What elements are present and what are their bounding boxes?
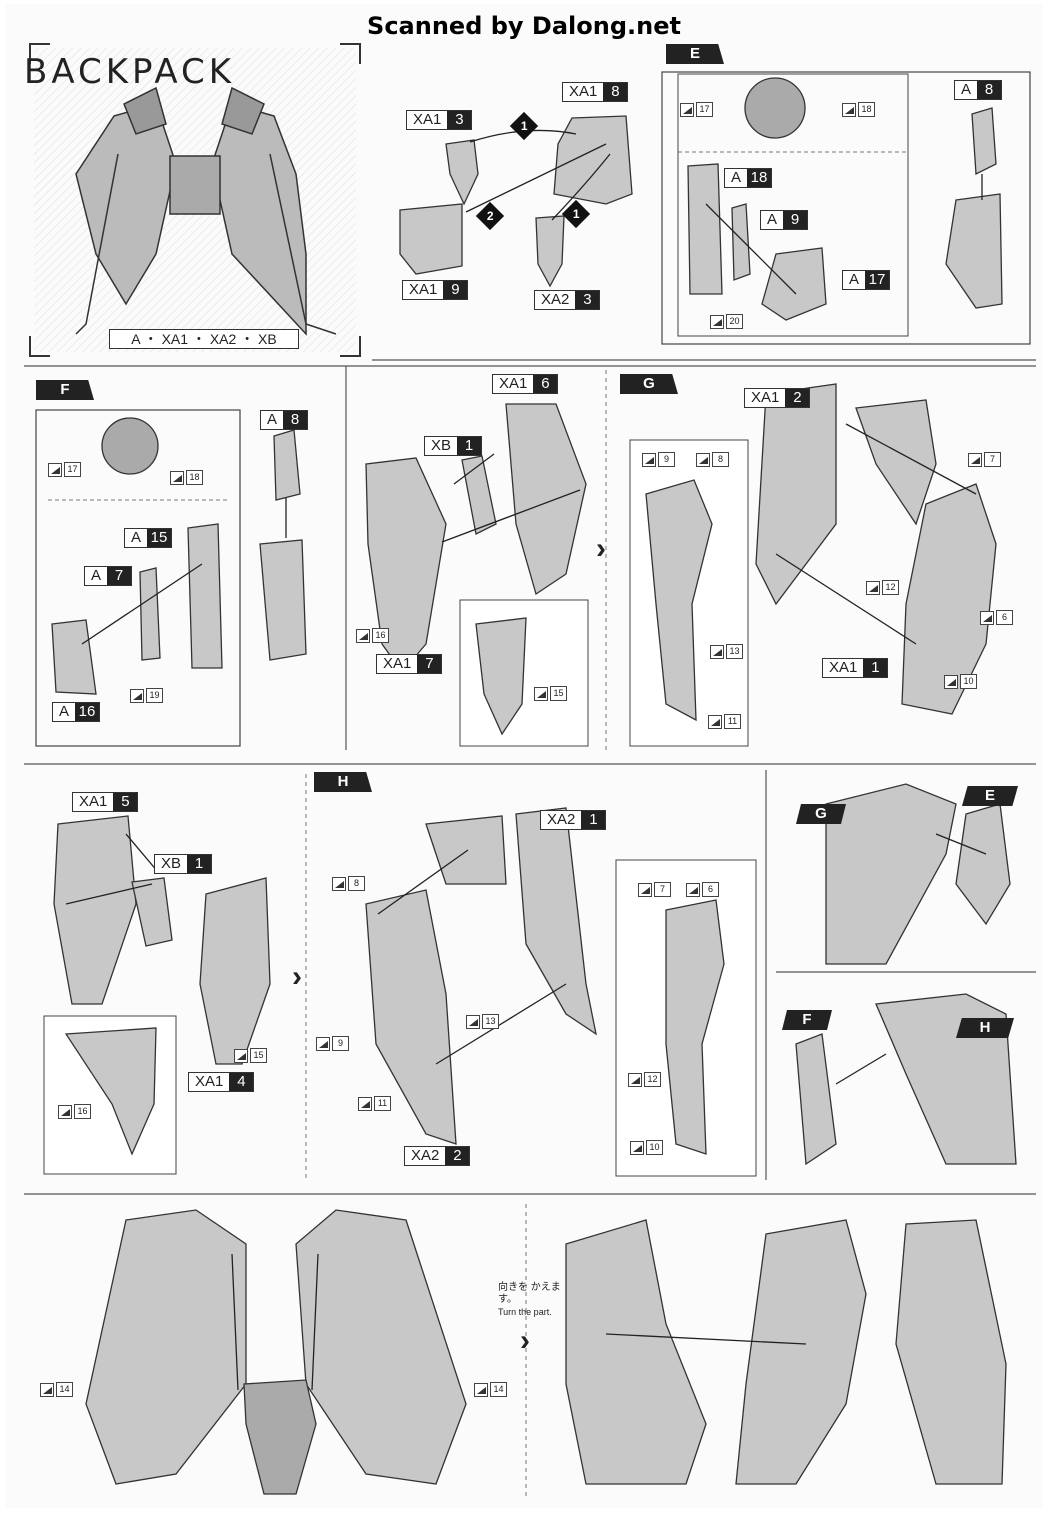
turn-part-note-jp: 向きを かえます。 — [498, 1282, 561, 1305]
sticker-marker: 9 — [316, 1036, 349, 1051]
sticker-icon — [358, 1096, 372, 1111]
sticker-icon — [642, 452, 656, 467]
sticker-icon — [170, 470, 184, 485]
ref-e-label: E — [962, 786, 1018, 806]
step-1-marker-b: 1 — [561, 199, 591, 229]
next-step-chevron-icon: › — [520, 1324, 530, 1357]
sticker-marker: 19 — [130, 688, 163, 703]
sticker-icon — [332, 876, 346, 891]
sticker-icon — [638, 882, 652, 897]
parts-list: A ・ XA1 ・ XA2 ・ XB — [109, 329, 299, 349]
sticker-icon — [316, 1036, 330, 1051]
sticker-icon — [710, 314, 724, 329]
sticker-marker: 16 — [58, 1104, 91, 1119]
step-2-marker: 2 — [475, 201, 505, 231]
sticker-marker: 13 — [466, 1014, 499, 1029]
sticker-icon — [686, 882, 700, 897]
sticker-marker: 7 — [638, 882, 671, 897]
ref-h-label: H — [956, 1018, 1014, 1038]
sticker-icon — [234, 1048, 248, 1063]
sticker-icon — [696, 452, 710, 467]
scan-credit: Scanned by Dalong.net — [367, 12, 681, 40]
sticker-icon — [710, 644, 724, 659]
sticker-marker: 18 — [170, 470, 203, 485]
section-f-label: F — [36, 380, 94, 400]
next-step-chevron-icon: › — [292, 960, 302, 993]
step-1-marker: 1 — [509, 111, 539, 141]
sticker-icon — [534, 686, 548, 701]
sticker-marker: 20 — [710, 314, 743, 329]
turn-part-note: 向きを かえます。 Turn the part. — [498, 1282, 568, 1318]
sticker-icon — [866, 580, 880, 595]
instruction-page: Scanned by Dalong.net — [6, 4, 1042, 1508]
sticker-marker: 12 — [866, 580, 899, 595]
sticker-icon — [980, 610, 994, 625]
sticker-icon — [58, 1104, 72, 1119]
ref-f-label: F — [782, 1010, 832, 1030]
sticker-icon — [356, 628, 370, 643]
sticker-marker: 17 — [680, 102, 713, 117]
sticker-icon — [466, 1014, 480, 1029]
sticker-marker: 18 — [842, 102, 875, 117]
sticker-icon — [968, 452, 982, 467]
sticker-marker: 13 — [710, 644, 743, 659]
sticker-marker: 12 — [628, 1072, 661, 1087]
sticker-marker: 8 — [332, 876, 365, 891]
sticker-marker: 11 — [358, 1096, 391, 1111]
sticker-icon — [842, 102, 856, 117]
sticker-marker: 10 — [944, 674, 977, 689]
sticker-marker: 10 — [630, 1140, 663, 1155]
sticker-icon — [680, 102, 694, 117]
sticker-icon — [708, 714, 722, 729]
sticker-icon — [628, 1072, 642, 1087]
sticker-marker: 6 — [686, 882, 719, 897]
sticker-icon — [130, 688, 144, 703]
section-title: BACKPACK — [24, 52, 236, 92]
sticker-marker: 6 — [980, 610, 1013, 625]
sticker-marker: 17 — [48, 462, 81, 477]
ref-g-label: G — [796, 804, 846, 824]
sticker-marker: 14 — [474, 1382, 507, 1397]
section-h-label: H — [314, 772, 372, 792]
sticker-marker: 7 — [968, 452, 1001, 467]
sticker-icon — [48, 462, 62, 477]
sticker-marker: 15 — [534, 686, 567, 701]
sticker-icon — [944, 674, 958, 689]
sticker-icon — [40, 1382, 54, 1397]
sticker-marker: 11 — [708, 714, 741, 729]
sticker-icon — [630, 1140, 644, 1155]
sticker-marker: 16 — [356, 628, 389, 643]
next-step-chevron-icon: › — [596, 532, 606, 565]
sticker-marker: 15 — [234, 1048, 267, 1063]
section-g-label: G — [620, 374, 678, 394]
sticker-icon — [474, 1382, 488, 1397]
sticker-marker: 14 — [40, 1382, 73, 1397]
section-e-label: E — [666, 44, 724, 64]
sticker-marker: 9 — [642, 452, 675, 467]
sticker-marker: 8 — [696, 452, 729, 467]
turn-part-note-en: Turn the part. — [498, 1307, 552, 1317]
